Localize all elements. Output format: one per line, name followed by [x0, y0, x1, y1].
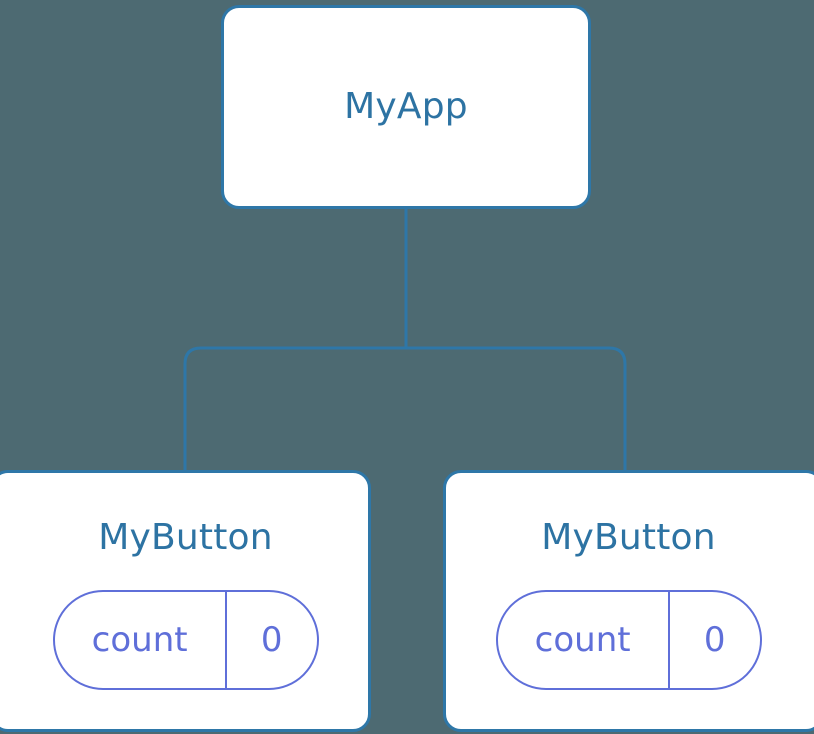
state-pill-left[interactable]: count 0 [52, 590, 319, 690]
node-mybutton-left[interactable]: MyButton count 0 [0, 470, 371, 732]
state-value-left: 0 [260, 620, 283, 660]
state-key-right: count [498, 592, 670, 688]
connector-branch-bar [183, 346, 627, 470]
state-value-right: 0 [703, 620, 726, 660]
node-mybutton-right[interactable]: MyButton count 0 [443, 470, 814, 732]
node-content-left: MyButton count 0 [52, 517, 319, 690]
state-pill-right[interactable]: count 0 [495, 590, 762, 690]
node-title-root: MyApp [344, 86, 468, 127]
node-title-child-right: MyButton [541, 517, 716, 558]
state-key-left: count [55, 592, 227, 688]
node-title-child-left: MyButton [98, 517, 273, 558]
node-content-right: MyButton count 0 [495, 517, 762, 690]
node-myapp[interactable]: MyApp [221, 5, 591, 209]
